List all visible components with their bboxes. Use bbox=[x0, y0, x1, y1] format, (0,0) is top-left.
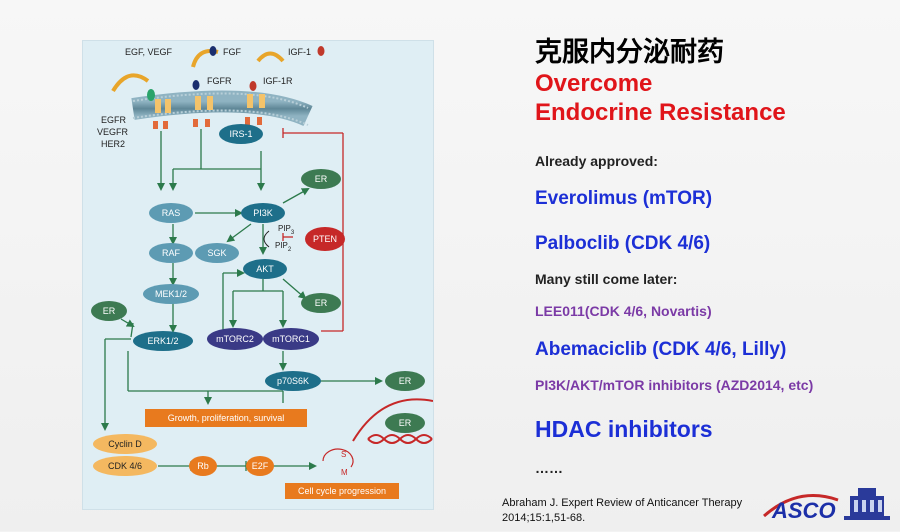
svg-text:ERK1/2: ERK1/2 bbox=[147, 336, 178, 346]
asco-logo: ASCO bbox=[758, 478, 898, 528]
node-sgk: SGK bbox=[195, 243, 239, 263]
cell-cycle-symbol: S M bbox=[322, 448, 354, 477]
title-chinese: 克服内分泌耐药 bbox=[535, 37, 724, 68]
node-er-left: ER bbox=[91, 301, 127, 321]
svg-text:p70S6K: p70S6K bbox=[277, 376, 309, 386]
logo-text: ASCO bbox=[771, 498, 836, 523]
title-endocrine-resistance: Endocrine Resistance bbox=[535, 99, 786, 126]
citation: Abraham J. Expert Review of Anticancer T… bbox=[502, 496, 792, 526]
svg-text:RAS: RAS bbox=[162, 208, 181, 218]
svg-text:PI3K: PI3K bbox=[253, 208, 273, 218]
node-mek: MEK1/2 bbox=[143, 284, 199, 304]
node-mtorc1: mTORC1 bbox=[263, 328, 319, 350]
node-er-top: ER bbox=[301, 169, 341, 189]
label-fgfr: FGFR bbox=[207, 76, 232, 86]
svg-text:ER: ER bbox=[399, 418, 412, 428]
node-p70s6k: p70S6K bbox=[265, 371, 321, 391]
node-pten: PTEN bbox=[305, 227, 345, 251]
logo-building-icon bbox=[844, 488, 890, 520]
label-pip3: PIP3 bbox=[278, 224, 295, 236]
svg-text:IRS-1: IRS-1 bbox=[229, 129, 252, 139]
svg-text:MEK1/2: MEK1/2 bbox=[155, 289, 187, 299]
cell-cycle-box: Cell cycle progression bbox=[285, 483, 399, 499]
node-rb: Rb bbox=[189, 456, 217, 476]
svg-text:ER: ER bbox=[315, 174, 328, 184]
node-erk: ERK1/2 bbox=[133, 331, 193, 351]
label-igf1r: IGF-1R bbox=[263, 76, 293, 86]
later-drug-3: PI3K/AKT/mTOR inhibitors (AZD2014, etc) bbox=[535, 377, 814, 393]
node-e2f: E2F bbox=[246, 456, 274, 476]
svg-text:CDK 4/6: CDK 4/6 bbox=[108, 461, 142, 471]
approved-drug-1: Everolimus (mTOR) bbox=[535, 188, 713, 209]
label-egf: EGF, VEGF bbox=[125, 47, 173, 57]
node-cdk: CDK 4/6 bbox=[93, 456, 157, 476]
node-raf: RAF bbox=[149, 243, 193, 263]
ellipsis: …… bbox=[535, 460, 563, 476]
node-mtorc2: mTORC2 bbox=[207, 328, 263, 350]
svg-text:mTORC1: mTORC1 bbox=[272, 334, 310, 344]
node-pi3k: PI3K bbox=[241, 203, 285, 223]
svg-text:M: M bbox=[341, 468, 348, 477]
node-akt: AKT bbox=[243, 259, 287, 279]
citation-line-2: 2014;15:1,51-68. bbox=[502, 512, 586, 524]
title-overcome: Overcome bbox=[535, 70, 653, 97]
svg-text:RAF: RAF bbox=[162, 248, 181, 258]
label-fgf: FGF bbox=[223, 47, 241, 57]
svg-text:Growth, proliferation, surviva: Growth, proliferation, survival bbox=[168, 413, 285, 423]
node-cyclind: Cyclin D bbox=[93, 434, 157, 454]
later-label: Many still come later: bbox=[535, 271, 678, 287]
citation-line-1: Abraham J. Expert Review of Anticancer T… bbox=[502, 497, 743, 509]
svg-text:mTORC2: mTORC2 bbox=[216, 334, 254, 344]
growth-box: Growth, proliferation, survival bbox=[145, 409, 307, 427]
node-er-p70: ER bbox=[385, 371, 425, 391]
node-ras: RAS bbox=[149, 203, 193, 223]
svg-text:Cell cycle progression: Cell cycle progression bbox=[298, 486, 386, 496]
approved-drug-2: Palboclib (CDK 4/6) bbox=[535, 233, 711, 254]
node-er-mid: ER bbox=[301, 293, 341, 313]
already-approved-label: Already approved: bbox=[535, 153, 658, 169]
svg-text:SGK: SGK bbox=[207, 248, 226, 258]
node-irs1: IRS-1 bbox=[219, 124, 263, 144]
svg-text:ER: ER bbox=[103, 306, 116, 316]
svg-text:E2F: E2F bbox=[252, 461, 269, 471]
label-egfr: EGFR bbox=[101, 115, 127, 125]
label-vegfr: VEGFR bbox=[97, 127, 129, 137]
svg-text:PTEN: PTEN bbox=[313, 234, 337, 244]
pathway-diagram: EGF, VEGF FGF IGF-1 FGFR IGF-1R EGFR VEG… bbox=[82, 40, 434, 510]
svg-text:Rb: Rb bbox=[197, 461, 209, 471]
later-drug-1: LEE011(CDK 4/6, Novartis) bbox=[535, 303, 712, 319]
svg-text:ER: ER bbox=[315, 298, 328, 308]
pathway-svg: EGF, VEGF FGF IGF-1 FGFR IGF-1R EGFR VEG… bbox=[91, 46, 434, 499]
label-igf: IGF-1 bbox=[288, 47, 311, 57]
svg-text:S: S bbox=[341, 450, 346, 459]
svg-text:Cyclin D: Cyclin D bbox=[108, 439, 142, 449]
svg-text:AKT: AKT bbox=[256, 264, 274, 274]
later-drug-2: Abemaciclib (CDK 4/6, Lilly) bbox=[535, 339, 787, 360]
svg-text:ER: ER bbox=[399, 376, 412, 386]
label-her2: HER2 bbox=[101, 139, 125, 149]
hdac-inhibitors: HDAC inhibitors bbox=[535, 416, 713, 442]
node-er-cycle: ER bbox=[385, 413, 425, 433]
label-pip2: PIP2 bbox=[275, 241, 292, 253]
